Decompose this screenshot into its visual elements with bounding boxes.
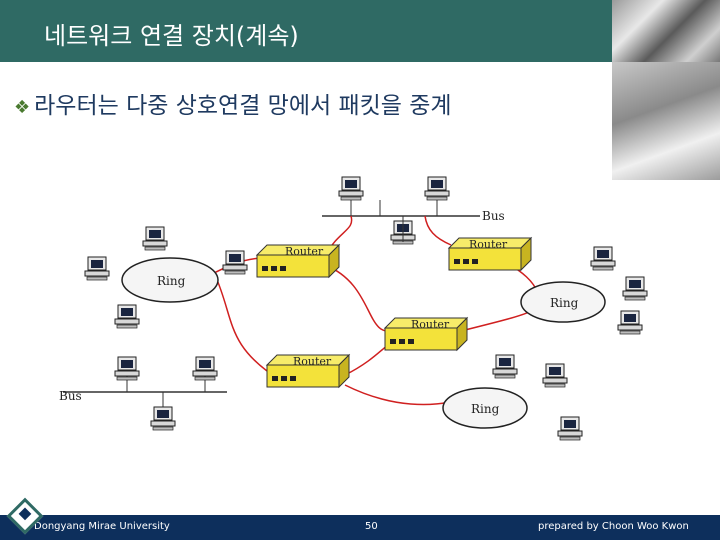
footer-university: Dongyang Mirae University — [34, 521, 170, 532]
computer-icon — [622, 276, 648, 301]
svg-text:Router: Router — [469, 238, 508, 251]
ring-label: Ring — [471, 402, 500, 416]
computer-icon — [542, 363, 568, 388]
router-device: Router — [384, 317, 468, 351]
slide-header: 네트워크 연결 장치(계속) — [0, 0, 720, 62]
ring-network — [520, 281, 606, 323]
network-link — [214, 274, 281, 381]
header-decorative-photo — [612, 0, 720, 62]
network-link — [344, 384, 451, 406]
computer-icon — [617, 310, 643, 335]
top-bus-label: Bus — [482, 209, 505, 223]
router-device: Router — [448, 237, 532, 271]
slide-title: 네트워크 연결 장치(계속) — [44, 22, 299, 50]
ring-network — [121, 257, 219, 303]
computer-icon — [222, 250, 248, 275]
footer-author: prepared by Choon Woo Kwon — [538, 521, 689, 532]
slide-footer: Dongyang Mirae University 50 prepared by… — [0, 515, 720, 540]
computer-icon — [338, 176, 364, 201]
computer-icon — [114, 304, 140, 329]
router-device: Router — [256, 244, 340, 278]
router-device: Router — [266, 354, 350, 388]
computer-icon — [557, 416, 583, 441]
router-network-diagram: Bus Bus Ring Ring Ring Router Rou — [59, 176, 648, 441]
network-link — [464, 309, 534, 331]
diamond-bullet-icon: ❖ — [14, 97, 31, 118]
ring-network — [442, 387, 528, 429]
svg-text:Router: Router — [411, 318, 450, 331]
computer-icon — [492, 354, 518, 379]
ring-label: Ring — [157, 274, 186, 288]
ring-label: Ring — [550, 296, 579, 310]
computer-icon — [142, 226, 168, 251]
svg-text:Router: Router — [293, 355, 332, 368]
bottom-bus-label: Bus — [59, 389, 82, 403]
computer-icon — [150, 406, 176, 431]
footer-page-number: 50 — [365, 521, 378, 532]
bullet-text: 라우터는 다중 상호연결 망에서 패킷을 중계 — [34, 93, 452, 119]
network-link — [424, 215, 452, 246]
computer-icon — [424, 176, 450, 201]
network-link — [324, 264, 396, 332]
side-decorative-photo — [612, 62, 720, 180]
computer-icon — [590, 246, 616, 271]
bullet-line: ❖라우터는 다중 상호연결 망에서 패킷을 중계 — [14, 86, 452, 120]
svg-text:Router: Router — [285, 245, 324, 258]
computer-icon — [84, 256, 110, 281]
